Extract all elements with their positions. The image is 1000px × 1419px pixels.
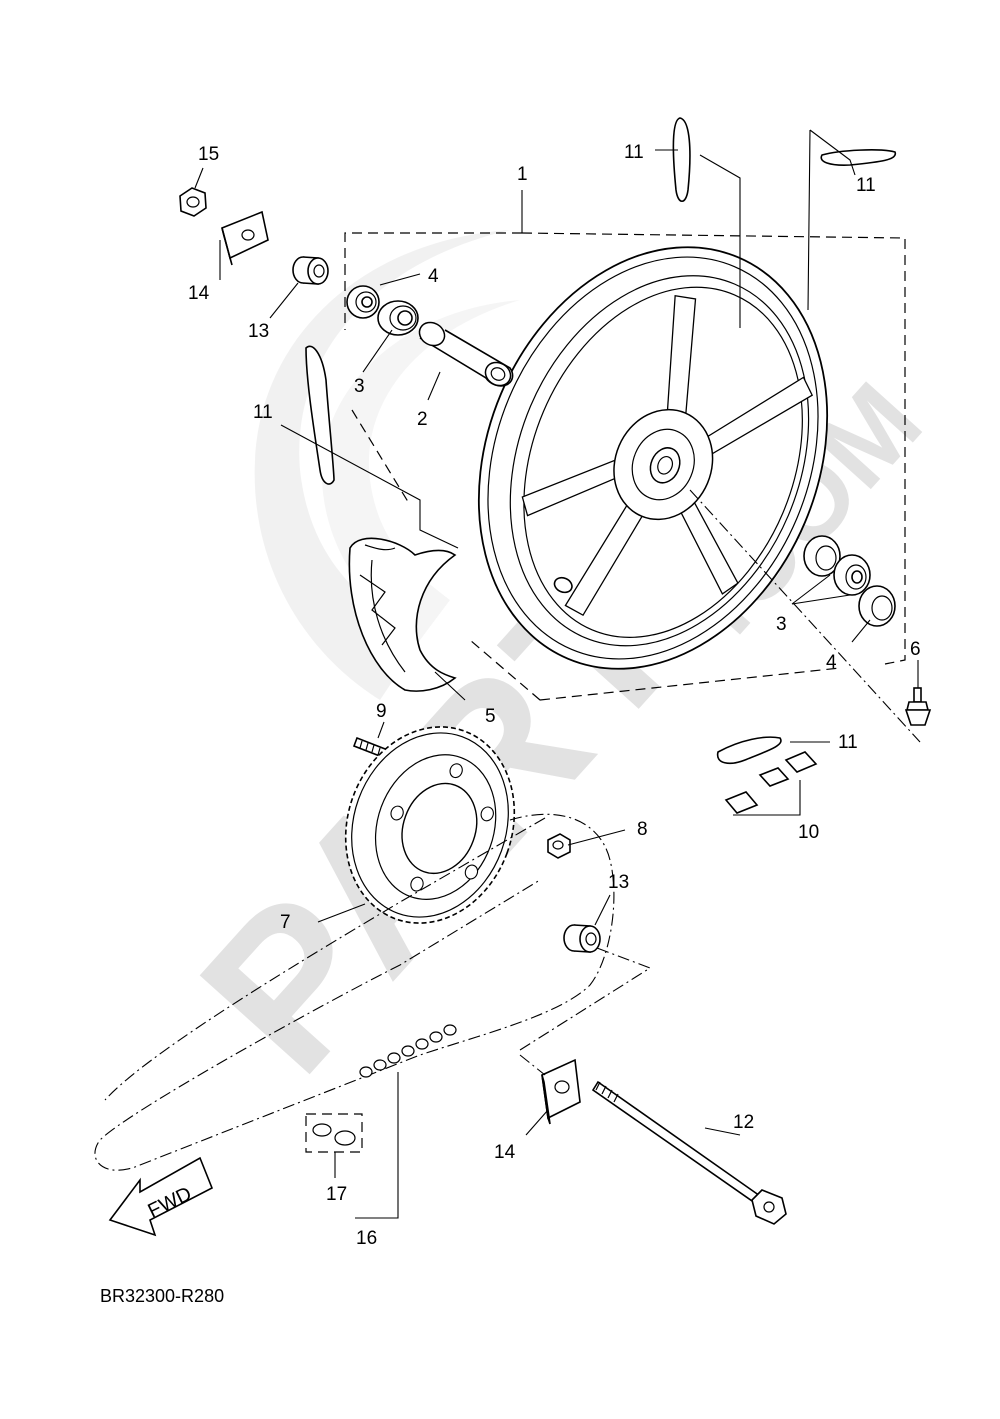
- rim-band-top: [672, 117, 691, 203]
- rim-band-top-right: [820, 149, 896, 166]
- bearing-right-inner: [803, 535, 841, 577]
- callout-11-top: 11: [624, 142, 644, 163]
- bearing-left: [377, 300, 419, 336]
- callout-14-lower: 14: [494, 1142, 516, 1163]
- bearing-right-outer: [833, 554, 871, 596]
- wheel-axle: [591, 1080, 787, 1225]
- callout-15: 15: [198, 144, 219, 165]
- callout-5: 5: [485, 706, 496, 727]
- drive-chain-path: [94, 813, 615, 1171]
- oil-seal-right: [858, 585, 896, 627]
- callout-8: 8: [637, 819, 648, 840]
- callout-17: 17: [326, 1184, 347, 1205]
- balance-weights: [724, 751, 818, 814]
- leader-lines: [194, 129, 919, 1219]
- callout-3-right: 3: [776, 614, 787, 635]
- callout-1: 1: [517, 164, 528, 185]
- diagram-reference-code: BR32300-R280: [100, 1286, 224, 1306]
- axle-nut: [179, 187, 207, 217]
- callout-7: 7: [280, 912, 291, 933]
- rim-band-left: [305, 345, 335, 485]
- callout-10: 10: [798, 822, 819, 843]
- chain-joint: [312, 1123, 356, 1146]
- drive-chain-path-upper: [104, 817, 546, 1101]
- callout-11-top-right: 11: [856, 175, 876, 196]
- assembly-guides: [519, 489, 921, 1076]
- callout-labels: 1 2 3 3 4 4 5 6 7 8 9 10 11 11 11 11 12 …: [188, 142, 921, 1249]
- wheel-assembly-boundary: [344, 232, 906, 701]
- callout-2: 2: [417, 409, 428, 430]
- callout-11-bottom: 11: [838, 732, 858, 753]
- callout-13-upper: 13: [248, 321, 269, 342]
- callout-6: 6: [910, 639, 921, 660]
- chain-puller-lower: [541, 1058, 581, 1125]
- collar-upper: [292, 256, 329, 285]
- callout-4-right: 4: [826, 652, 837, 673]
- callout-11-left: 11: [253, 402, 273, 423]
- chain-puller-upper: [221, 210, 269, 266]
- tire-valve: [904, 687, 932, 726]
- rear-sprocket: [344, 726, 516, 924]
- callout-12: 12: [733, 1112, 754, 1133]
- tire: [348, 537, 457, 692]
- rim-band-bottom: [716, 736, 782, 765]
- chain-joint-box: [305, 1113, 363, 1153]
- sprocket-nut: [547, 833, 571, 859]
- callout-9: 9: [376, 701, 387, 722]
- callout-14-upper: 14: [188, 283, 210, 304]
- chain-segment: [359, 1024, 457, 1078]
- callout-13-lower: 13: [608, 872, 629, 893]
- rear-wheel: [477, 246, 829, 670]
- collar-lower: [563, 924, 601, 953]
- callout-3-left: 3: [354, 376, 365, 397]
- callout-4-left: 4: [428, 266, 439, 287]
- oil-seal-left: [346, 285, 380, 319]
- wheel-spacer-collar: [418, 321, 514, 387]
- callout-16: 16: [356, 1228, 377, 1249]
